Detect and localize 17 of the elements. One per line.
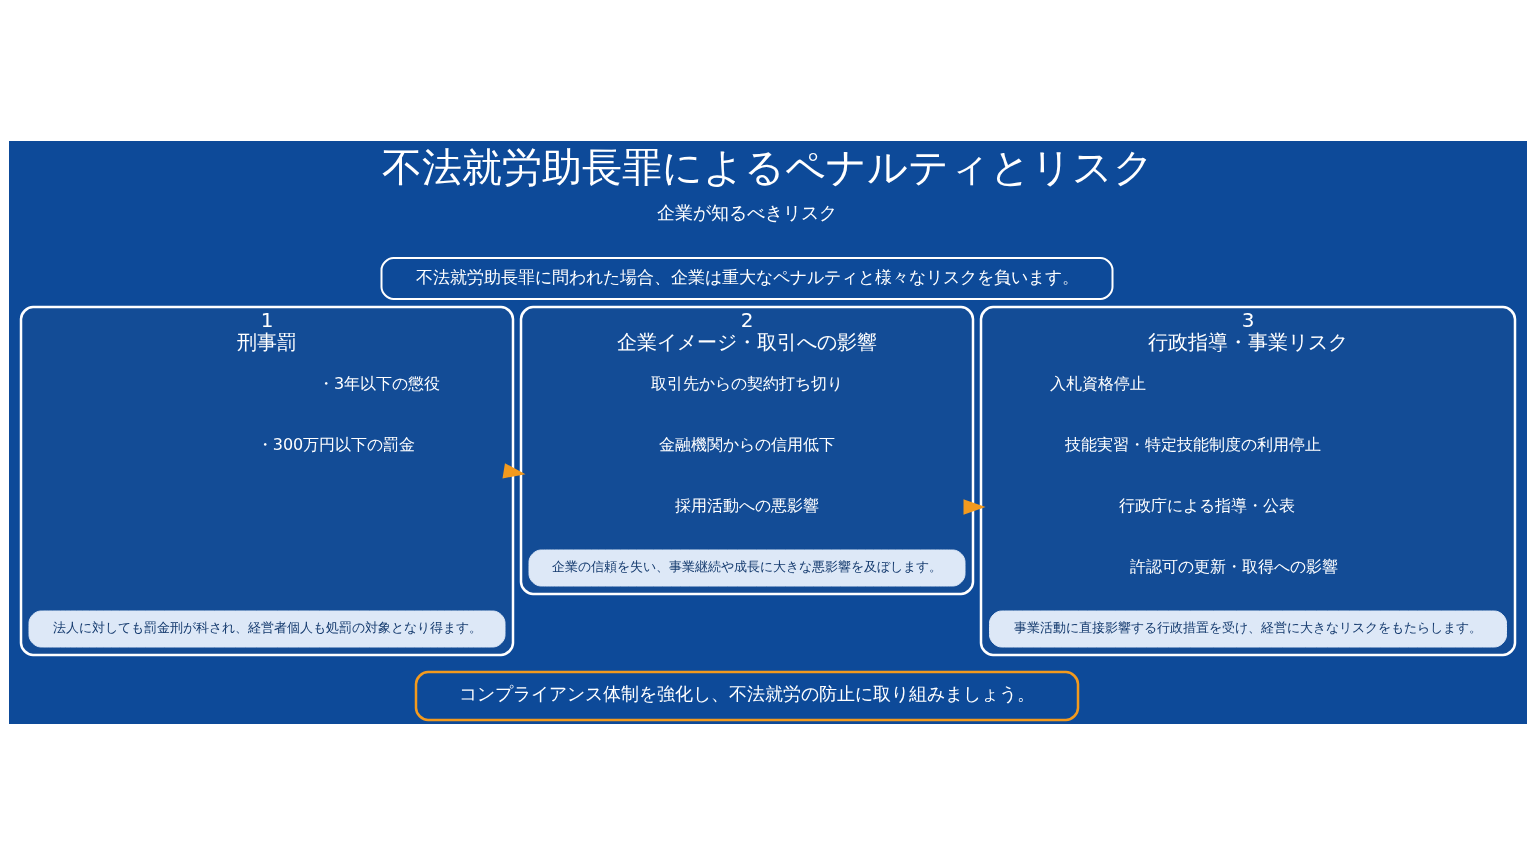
arrow [963,498,986,515]
node-text: 金融機関からの信用低下 [659,434,835,454]
label: 企業が知るべきリスク [657,201,837,223]
node-text: 採用活動への悪影響 [675,495,819,515]
node-box: コンプライアンス体制を強化し、不法就労の防止に取り組みましょう。 [414,670,1080,721]
node-box: 企業の信頼を失い、事業継続や成長に大きな悪影響を及ぼします。 [528,549,966,586]
node-box: 事業活動に直接影響する行政措置を受け、経営に大きなリスクをもたらします。 [989,610,1507,647]
node-text: 入札資格停止 [1050,373,1146,393]
node-text: ・3年以下の懲役 [317,373,441,393]
diagram-title: 不法就労助長罪によるペナルティとリスク [382,143,1154,190]
node-text: 技能実習・特定技能制度の利用停止 [1065,434,1321,454]
node-text: 行政庁による指導・公表 [1119,495,1295,515]
node-text: 許認可の更新・取得への影響 [1130,556,1338,576]
node-box: 法人に対しても罰金刑が科され、経営者個人も処罰の対象となり得ます。 [28,610,506,647]
node-text: ・300万円以下の罰金 [256,434,416,454]
node-text: 取引先からの契約打ち切り [651,373,843,393]
node-box: 不法就労助長罪に問われた場合、企業は重大なペナルティと様々なリスクを負います。 [380,256,1114,300]
